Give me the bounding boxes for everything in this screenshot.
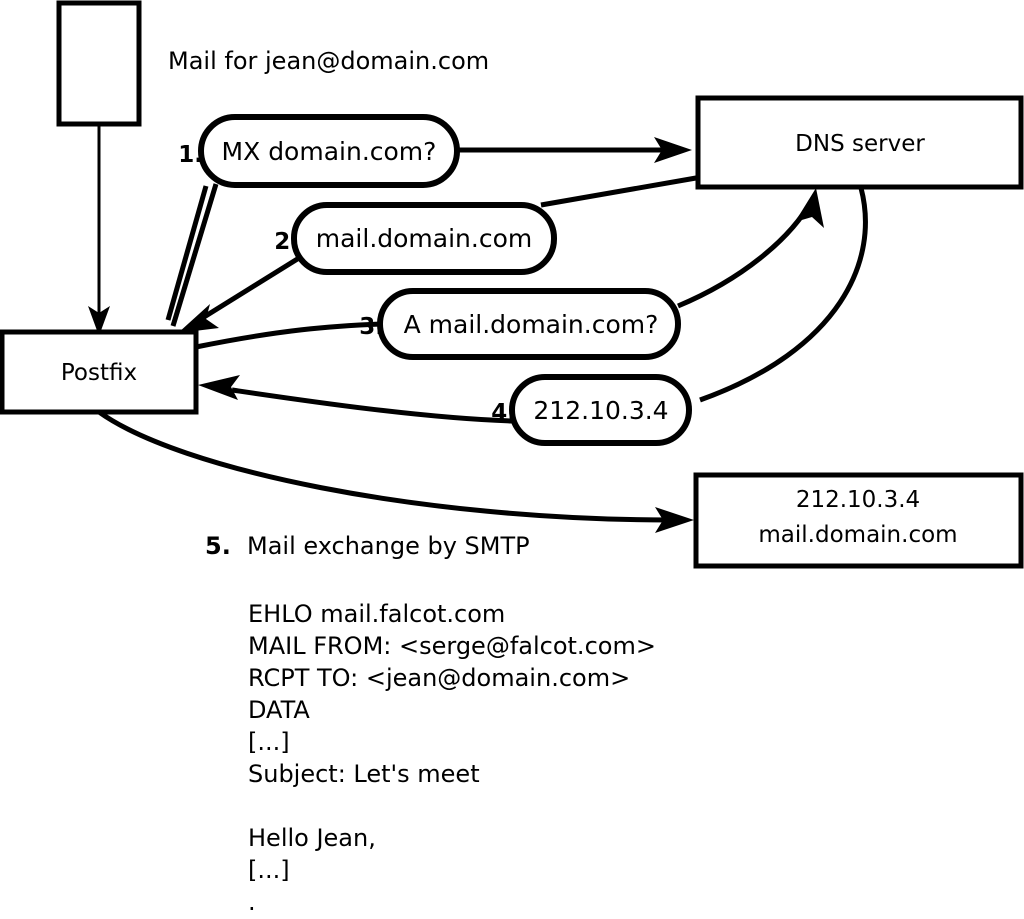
smtp-line-3: DATA: [248, 696, 310, 724]
node-postfix[interactable]: Postfix: [0, 329, 199, 415]
smtp-line-9: .: [248, 888, 256, 916]
smtp-line-1: MAIL FROM: <serge@falcot.com>: [248, 632, 656, 660]
step-5-number: 5.: [205, 532, 231, 560]
step-bubble-1[interactable]: MX domain.com?: [198, 114, 460, 188]
dns-server-label: DNS server: [795, 131, 925, 157]
node-client-box[interactable]: [56, 0, 142, 127]
smtp-line-4: [...]: [248, 728, 290, 756]
connector-dns-to-step4: [699, 187, 868, 403]
node-remote-mail-server[interactable]: 212.10.3.4 mail.domain.com: [693, 472, 1024, 569]
step-1-number: 1.: [178, 142, 203, 168]
connector-client-to-postfix: [88, 124, 110, 336]
smtp-line-5: Subject: Let's meet: [248, 760, 480, 788]
connector-step4-to-postfix: [198, 375, 513, 424]
connector-step1-origin: [170, 183, 219, 327]
connector-step2-to-postfix: [178, 255, 301, 333]
smtp-line-7: Hello Jean,: [248, 824, 376, 852]
step-4-number: 4.: [491, 400, 516, 426]
postfix-label: Postfix: [61, 360, 137, 386]
step-1-label: MX domain.com?: [222, 137, 437, 166]
step-2-label: mail.domain.com: [316, 224, 532, 253]
connector-postfix-to-step1: [165, 185, 209, 321]
node-dns-server[interactable]: DNS server: [695, 95, 1024, 190]
smtp-transcript: EHLO mail.falcot.com MAIL FROM: <serge@f…: [248, 600, 656, 916]
remote-mail-server-host: mail.domain.com: [758, 522, 957, 548]
smtp-line-2: RCPT TO: <jean@domain.com>: [248, 664, 630, 692]
step-bubble-4[interactable]: 212.10.3.4: [509, 374, 692, 446]
smtp-line-0: EHLO mail.falcot.com: [248, 600, 505, 628]
step-3-number: 3.: [359, 314, 384, 340]
step-bubble-2[interactable]: mail.domain.com: [291, 202, 557, 275]
page-title: Mail for jean@domain.com: [168, 47, 489, 75]
remote-mail-server-ip: 212.10.3.4: [796, 487, 920, 513]
step-bubble-3[interactable]: A mail.domain.com?: [377, 288, 681, 360]
step-2-number: 2.: [274, 229, 299, 255]
connector-postfix-to-step3: [195, 321, 382, 350]
step-5-label: Mail exchange by SMTP: [247, 532, 530, 560]
connector-step3-to-dns: [677, 188, 824, 309]
step-4-label: 212.10.3.4: [533, 396, 668, 425]
smtp-line-8: [...]: [248, 856, 290, 884]
connector-dns-to-step2: [540, 175, 697, 208]
connector-step1-to-dns: [458, 137, 692, 163]
connector-postfix-to-remote: [97, 409, 694, 533]
step-3-label: A mail.domain.com?: [404, 310, 659, 339]
